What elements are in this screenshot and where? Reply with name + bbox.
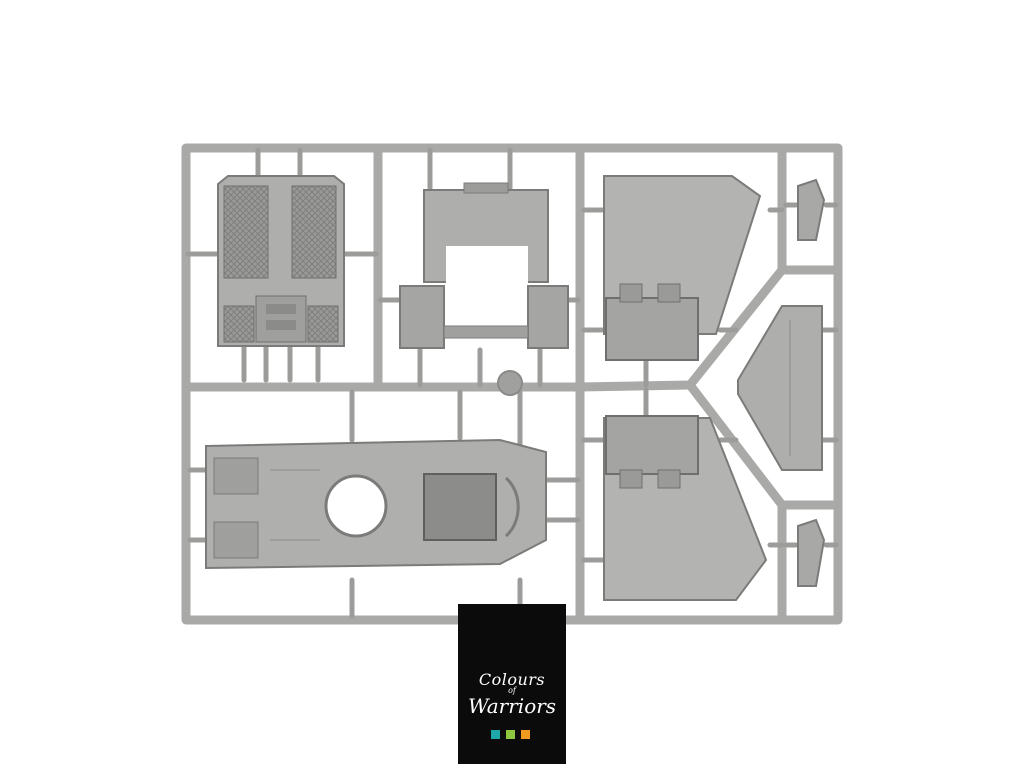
deck-part [217, 175, 345, 347]
watermark-logo: Colours of Warriors [458, 604, 566, 764]
color-square-green [506, 730, 515, 739]
watermark-line-1: Colours [478, 670, 546, 689]
sprue-gates [185, 147, 839, 619]
watermark-line-2: of [508, 686, 516, 695]
watermark-line-3: Warriors [467, 694, 557, 718]
wing-part [737, 305, 823, 471]
sprue-hub [497, 370, 523, 396]
hull-part [205, 438, 547, 570]
color-square-teal [491, 730, 500, 739]
frame-part [399, 182, 569, 349]
side-panel-lower [603, 415, 768, 601]
side-panel-upper [603, 175, 762, 361]
small-part-top [797, 178, 826, 241]
small-part-bottom [797, 518, 826, 587]
color-square-orange [521, 730, 530, 739]
